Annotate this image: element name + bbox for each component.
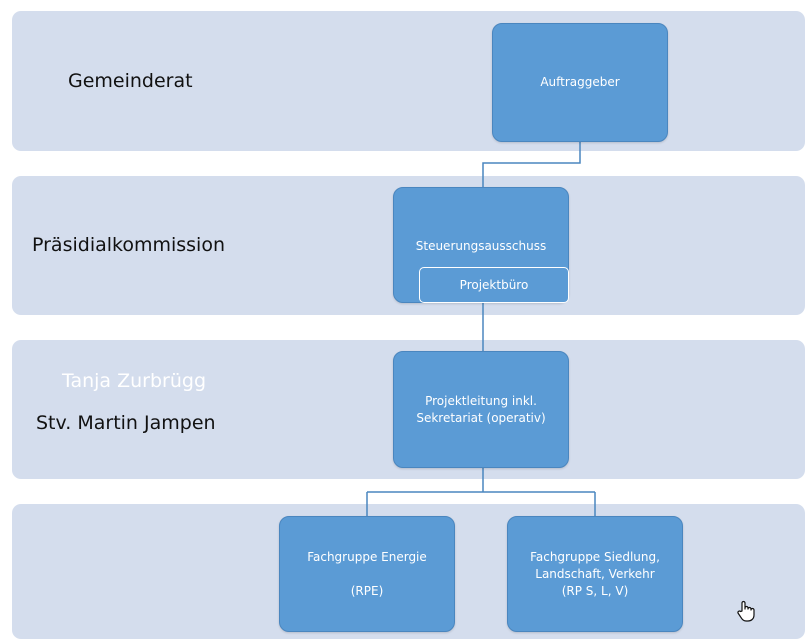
band-label-martin-jampen: Stv. Martin Jampen bbox=[36, 412, 216, 434]
band-gemeinderat: Gemeinderat bbox=[12, 11, 805, 151]
node-projektbuero-label: Projektbüro bbox=[459, 278, 529, 292]
node-fachgruppe-siedlung: Fachgruppe Siedlung, Landschaft, Verkehr… bbox=[507, 516, 683, 632]
connector-auftraggeber-steuerung bbox=[482, 142, 581, 187]
band-label-tanja-zurbruegg: Tanja Zurbrügg bbox=[62, 370, 207, 392]
node-auftraggeber-label: Auftraggeber bbox=[540, 75, 620, 89]
band-label-gemeinderat: Gemeinderat bbox=[68, 70, 193, 92]
node-auftraggeber: Auftraggeber bbox=[492, 23, 668, 142]
node-siedlung-line3: (RP S, L, V) bbox=[561, 583, 629, 598]
node-siedlung-line1: Fachgruppe Siedlung, bbox=[530, 549, 660, 564]
node-projektleitung-line2: Sekretariat (operativ) bbox=[416, 410, 546, 425]
node-siedlung-line2: Landschaft, Verkehr bbox=[535, 566, 655, 581]
node-steuerungsausschuss-label: Steuerungsausschuss bbox=[415, 239, 547, 253]
hand-pointer-icon bbox=[736, 600, 756, 626]
node-projektleitung-line1: Projektleitung inkl. bbox=[425, 393, 537, 408]
node-energie-line2: (RPE) bbox=[350, 583, 384, 598]
band-label-praesidialkommission: Präsidialkommission bbox=[32, 234, 226, 256]
node-fachgruppe-energie: Fachgruppe Energie (RPE) bbox=[279, 516, 455, 632]
node-projektleitung: Projektleitung inkl. Sekretariat (operat… bbox=[393, 351, 569, 468]
connector-projektleitung-fachgruppen bbox=[366, 468, 596, 516]
node-energie-line1: Fachgruppe Energie bbox=[307, 549, 427, 564]
node-projektbuero: Projektbüro bbox=[419, 267, 569, 303]
